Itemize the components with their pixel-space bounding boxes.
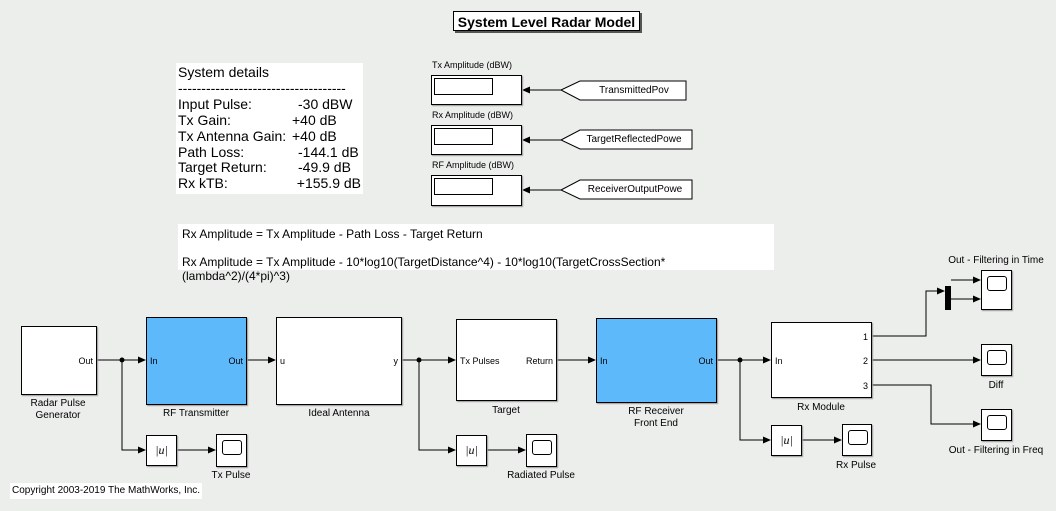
port-label: 2 (862, 356, 868, 366)
display-label: RF Amplitude (dBW) (432, 160, 515, 170)
display-readout (434, 78, 493, 95)
scope-filtering-time[interactable] (981, 270, 1012, 310)
display-readout (434, 128, 493, 145)
scope-icon (222, 440, 242, 455)
port-label: Out (228, 356, 243, 366)
scope-icon (848, 430, 868, 445)
block-caption: Target (492, 405, 520, 416)
port-label: u (280, 356, 286, 366)
port-label: y (393, 356, 399, 366)
equation-line: Rx Amplitude = Tx Amplitude - 10*log10(T… (182, 255, 666, 283)
detail-value: -144.1 dB (298, 143, 359, 160)
detail-value: -49.9 dB (298, 159, 351, 176)
detail-value: -30 dBW (298, 95, 353, 112)
scope-icon (532, 440, 552, 455)
abs-symbol: |u| (155, 443, 168, 457)
block-caption: RF Transmitter (162, 408, 230, 419)
display-label: Rx Amplitude (dBW) (432, 110, 514, 120)
scope-filtering-freq[interactable] (981, 409, 1012, 441)
from-tag-label[interactable]: ReceiverOutputPowe (587, 184, 683, 195)
port-label: 1 (862, 332, 868, 342)
detail-value: +40 dB (292, 111, 337, 128)
port-label: Out (698, 356, 713, 366)
detail-label: Target Return: (178, 159, 267, 176)
caption-line: Radar Pulse (30, 398, 86, 409)
equation-note: Rx Amplitude = Tx Amplitude - Path Loss … (178, 224, 774, 283)
scope-tx-pulse[interactable] (216, 434, 247, 467)
display-rx-amplitude[interactable] (431, 125, 522, 155)
caption-line: Front End (634, 418, 678, 429)
scope-caption: Diff (988, 380, 1004, 391)
from-tag-receiver (559, 179, 693, 200)
system-details-note: System details -------------------------… (176, 63, 363, 194)
block-caption: Rx Module (797, 402, 845, 413)
mux-block (945, 286, 951, 310)
abs-symbol: |u| (780, 433, 793, 447)
detail-label: Path Loss: (178, 143, 245, 160)
details-separator: ------------------------------------ (178, 80, 346, 96)
caption-line: RF Receiver (628, 406, 684, 417)
rx-module-block[interactable]: In 1 2 3 (771, 322, 872, 398)
from-tag-reflected (559, 129, 693, 150)
scope-icon (987, 350, 1007, 365)
scope-caption: Radiated Pulse (507, 470, 575, 481)
target-block[interactable]: Tx Pulses Return (456, 319, 557, 401)
scope-caption: Out - Filtering in Freq (948, 445, 1044, 456)
port-label: In (775, 356, 783, 366)
port-label: Return (525, 356, 553, 366)
port-label: In (150, 356, 158, 366)
radar-pulse-generator-block[interactable]: Out (21, 326, 97, 395)
abs-symbol: |u| (465, 443, 478, 457)
copyright-note: Copyright 2003-2019 The MathWorks, Inc. (10, 483, 202, 499)
page-title: System Level Radar Model (453, 11, 640, 31)
detail-label: Input Pulse: (178, 95, 252, 112)
port-label: In (600, 356, 608, 366)
port-label: 3 (862, 381, 868, 391)
display-tx-amplitude[interactable] (431, 75, 522, 105)
rf-receiver-block[interactable]: In Out (596, 318, 717, 403)
scope-radiated-pulse[interactable] (526, 434, 557, 467)
block-caption: Ideal Antenna (308, 408, 370, 419)
abs-block[interactable]: |u| (456, 435, 487, 466)
port-label: Out (78, 356, 93, 366)
from-tag-label[interactable]: TargetReflectedPowe (586, 134, 682, 145)
from-tag-transmitted (559, 80, 687, 101)
equation-line: Rx Amplitude = Tx Amplitude - Path Loss … (182, 227, 483, 241)
ideal-antenna-block[interactable]: u y (276, 317, 402, 405)
display-readout (434, 178, 493, 195)
display-rf-amplitude[interactable] (431, 175, 522, 206)
port-label: Tx Pulses (460, 356, 500, 366)
caption-line: Generator (35, 410, 81, 421)
display-label: Tx Amplitude (dBW) (432, 60, 513, 70)
detail-label: Tx Gain: (178, 111, 231, 128)
detail-value: +155.9 dB (296, 175, 361, 192)
scope-icon (987, 415, 1007, 430)
rf-transmitter-block[interactable]: In Out (146, 317, 247, 405)
scope-icon (987, 276, 1007, 291)
abs-block[interactable]: |u| (771, 425, 802, 456)
abs-block[interactable]: |u| (146, 435, 177, 466)
scope-caption: Rx Pulse (835, 460, 877, 471)
detail-label: Tx Antenna Gain: (178, 127, 287, 144)
scope-caption: Out - Filtering in Time (948, 255, 1044, 266)
scope-caption: Tx Pulse (211, 470, 251, 481)
detail-label: Rx kTB: (178, 175, 228, 192)
scope-diff[interactable] (981, 344, 1012, 376)
detail-value: +40 dB (292, 127, 337, 144)
from-tag-label[interactable]: TransmittedPov (599, 85, 669, 96)
details-heading: System details (178, 64, 270, 80)
scope-rx-pulse[interactable] (842, 424, 872, 456)
